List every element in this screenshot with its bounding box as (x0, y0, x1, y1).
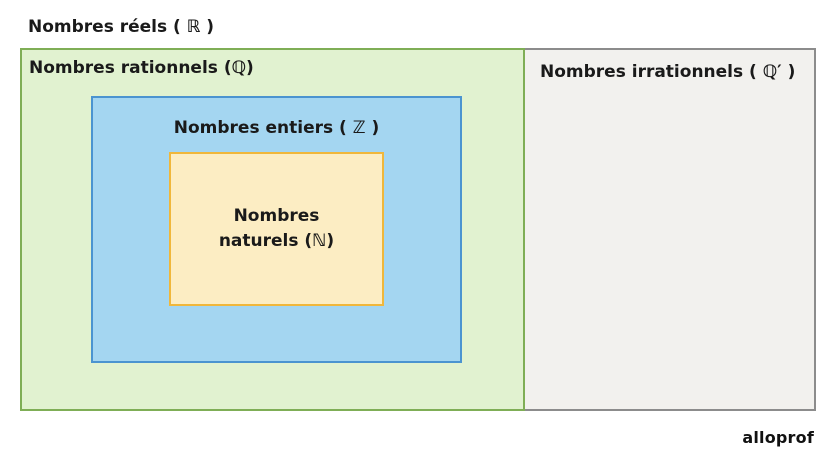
alloprof-logo: alloprof (742, 428, 814, 447)
real-numbers-title: Nombres réels ( ℝ ) (28, 17, 215, 37)
integers-label: Nombres entiers ( ℤ ) (173, 118, 380, 138)
natural-numbers-label-line2: naturels (ℕ) (218, 231, 335, 251)
natural-numbers-label-line1: Nombres (233, 206, 320, 226)
irrational-numbers-label: Nombres irrationnels ( ℚ′ ) (540, 62, 796, 82)
natural-numbers-label: Nombres naturels (ℕ) (171, 204, 382, 254)
natural-numbers-set-box: Nombres naturels (ℕ) (169, 152, 384, 306)
rational-numbers-label: Nombres rationnels (ℚ) (29, 58, 254, 78)
